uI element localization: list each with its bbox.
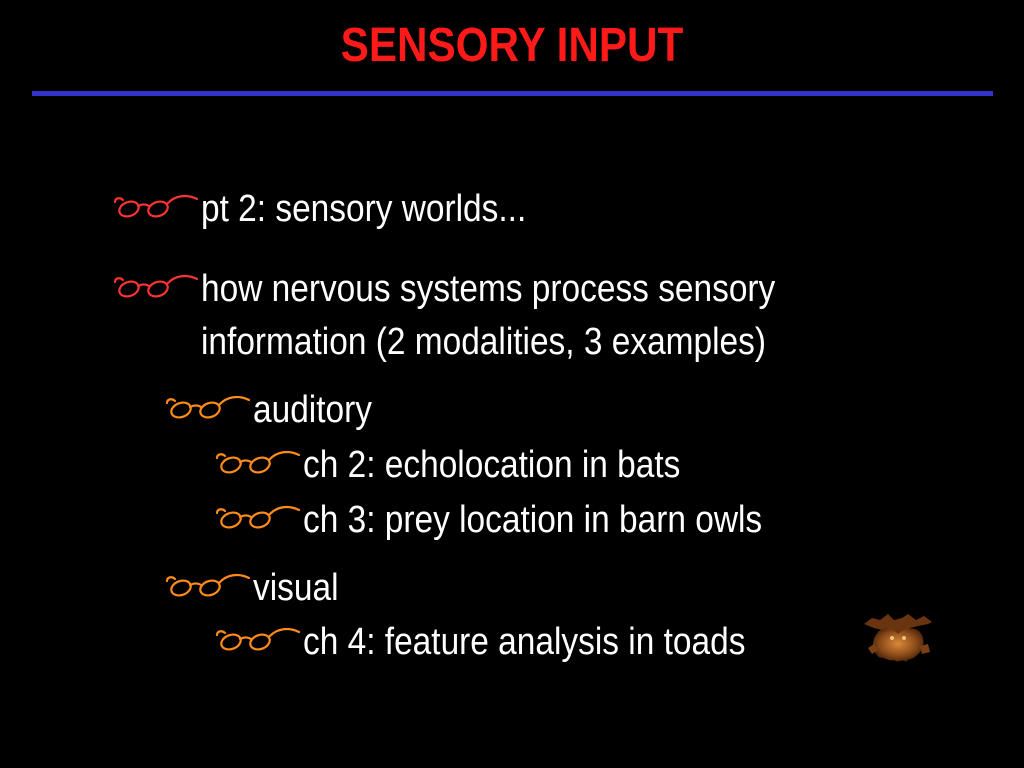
eyeglasses-icon [113,274,199,298]
bullet-item-ch3: ch 3: prey location in barn owls [215,494,825,547]
eyeglasses-icon [165,573,251,597]
bullet-text: visual [253,567,339,609]
bullet-text: pt 2: sensory worlds... [201,188,527,230]
bullet-text: ch 3: prey location in barn owls [303,499,763,541]
eyeglasses-icon [215,450,301,474]
bullet-text: auditory [253,389,372,431]
bullet-text-line: information (2 modalities, 3 examples) [201,321,767,363]
bullet-text-block: how nervous systems process sensory info… [201,263,854,369]
bullet-text: ch 4: feature analysis in toads [303,621,746,663]
bullet-item-auditory: auditory [165,384,388,437]
eyeglasses-icon [165,395,251,419]
bullet-text-line: how nervous systems process sensory [201,268,776,310]
slide-title: SENSORY INPUT [340,19,684,72]
bullet-text: ch 2: echolocation in bats [303,444,681,486]
title-divider [32,91,993,96]
eyeglasses-icon [215,627,301,651]
eyeglasses-icon [215,505,301,529]
bullet-item-visual: visual [165,562,350,615]
bat-icon [864,614,932,662]
bullet-item-ch2: ch 2: echolocation in bats [215,439,732,492]
bullet-item-sensory-worlds: pt 2: sensory worlds... [113,183,571,236]
eyeglasses-icon [113,194,199,218]
bullet-item-ch4: ch 4: feature analysis in toads [215,616,806,669]
bullet-item-nervous-systems: how nervous systems process sensory info… [113,263,854,369]
